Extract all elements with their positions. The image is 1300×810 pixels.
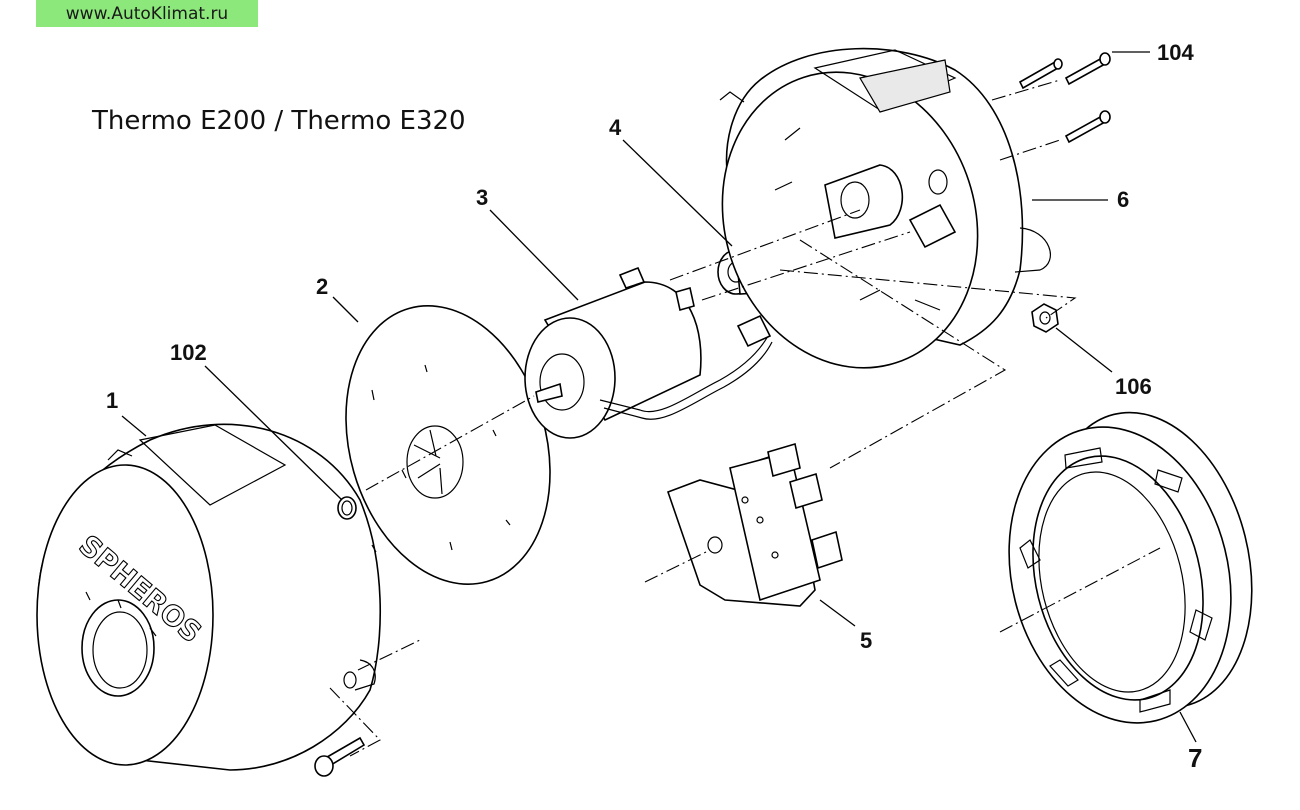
callout-2: 2: [316, 274, 329, 299]
callout-4: 4: [609, 115, 622, 140]
part-7-gasket-ring: [1008, 411, 1253, 724]
callout-102: 102: [170, 340, 207, 365]
callout-3: 3: [476, 185, 489, 210]
callout-106: 106: [1115, 374, 1152, 399]
part-1-blower-housing: SPHEROS: [36, 423, 381, 771]
diagram-title: Thermo E200 / Thermo E320: [92, 106, 466, 136]
part-6-motor-housing: [719, 47, 1051, 369]
leader-lines: [121, 51, 1197, 743]
part-106-nut: [1031, 303, 1059, 333]
part-102-o-ring: [337, 496, 357, 520]
part-5-holder: [666, 442, 843, 607]
callout-5: 5: [860, 628, 873, 653]
part-3-motor: [524, 266, 773, 439]
callout-1: 1: [106, 388, 119, 413]
part-2-blower-wheel: [345, 305, 551, 585]
callout-7: 7: [1188, 743, 1203, 773]
watermark-label: www.AutoKlimat.ru: [36, 0, 258, 27]
part-104-screws: [1018, 52, 1111, 144]
assembly-axis-lines: [329, 79, 1161, 757]
callout-6: 6: [1117, 187, 1130, 212]
callout-104: 104: [1157, 40, 1194, 65]
housing-screw: [314, 736, 366, 777]
